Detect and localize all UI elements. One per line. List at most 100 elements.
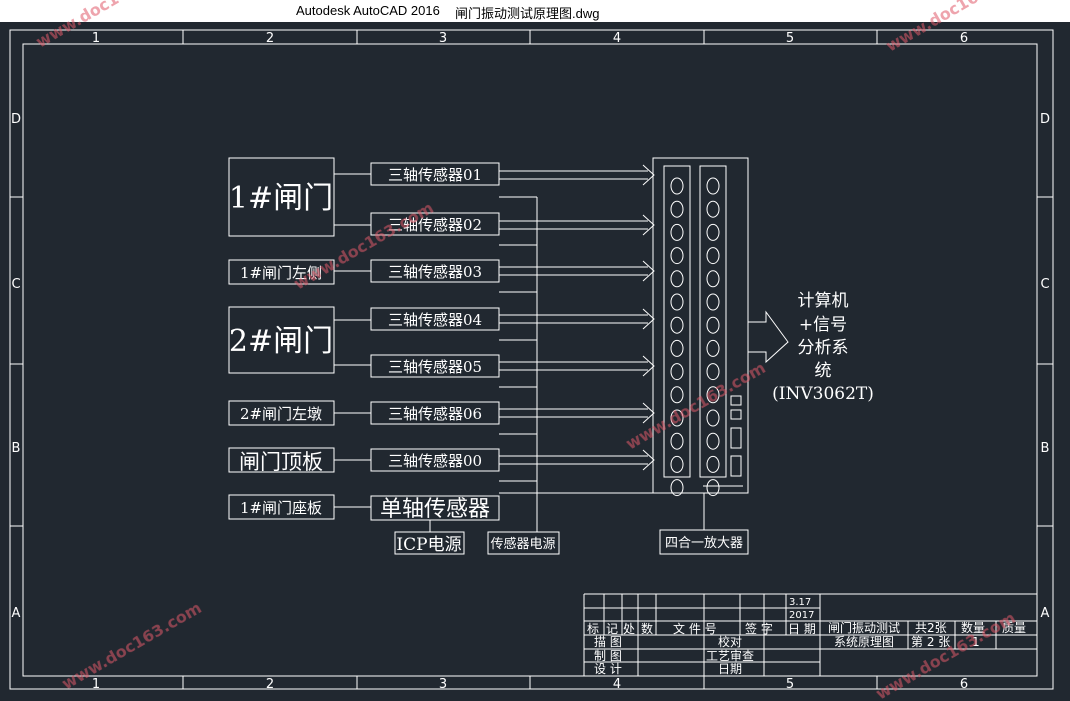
sensor-00: 三轴传感器00 xyxy=(388,452,482,470)
location-gate1: 1#闸门 xyxy=(229,181,333,216)
amplifier-channel-port xyxy=(670,339,684,357)
header-count-2: 数 xyxy=(641,621,653,636)
col-label-2-bottom: 2 xyxy=(266,677,274,692)
amplifier-channel-port xyxy=(670,432,684,450)
header-doc-no: 文 件 号 xyxy=(673,621,717,636)
sensor-05: 三轴传感器05 xyxy=(388,358,482,376)
amplifier-channel-port xyxy=(706,247,720,265)
outer-frame xyxy=(9,29,1054,690)
watermark-2: www.doc163.com xyxy=(883,0,1029,55)
location-box-gate1-left xyxy=(228,259,335,285)
amplifier-channel-port xyxy=(670,455,684,473)
sensor-02: 三轴传感器02 xyxy=(388,216,482,234)
sensor-box-00 xyxy=(370,448,500,472)
mass-label: 质量 xyxy=(1002,621,1026,635)
checker-date: 日期 xyxy=(718,662,742,676)
sensor-power-label: 传感器电源 xyxy=(490,536,555,552)
col-label-1-bottom: 1 xyxy=(92,677,100,692)
amplifier-channel-port xyxy=(670,316,684,334)
amplifier-channel-port xyxy=(670,247,684,265)
amplifier-channel-port xyxy=(706,200,720,218)
amplifier-channel-port xyxy=(706,293,720,311)
file-title: 闸门振动测试原理图.dwg xyxy=(455,6,600,21)
app-title: Autodesk AutoCAD 2016 xyxy=(296,3,440,18)
computer-line-2: +信号 xyxy=(799,315,847,335)
amplifier-channel-column-1 xyxy=(663,165,691,478)
amplifier-channel-port xyxy=(670,223,684,241)
sensor-01: 三轴传感器01 xyxy=(388,166,482,184)
col-label-6-bottom: 6 xyxy=(960,677,968,692)
amplifier-channel-port xyxy=(706,363,720,381)
col-label-4: 4 xyxy=(613,31,621,46)
sensor-box-02 xyxy=(370,212,500,236)
header-count-1: 处 xyxy=(623,622,635,636)
amplifier-channel-column-2 xyxy=(699,165,727,478)
col-label-6: 6 xyxy=(960,31,968,46)
icp-power-box xyxy=(394,531,465,555)
amplifier-channel-port xyxy=(706,386,720,404)
sensor-box-05 xyxy=(370,354,500,378)
sensor-single-axis: 单轴传感器 xyxy=(380,497,490,522)
role-design: 设 计 xyxy=(594,662,622,676)
amplifier-channel-port xyxy=(706,455,720,473)
row-label-c-right: C xyxy=(1040,277,1049,292)
watermark-4: www.doc163.com xyxy=(623,358,769,453)
drawing-title-2: 系统原理图 xyxy=(834,635,894,649)
computer-line-5: (INV3062T) xyxy=(772,384,874,404)
amplifier-channel-port xyxy=(706,432,720,450)
amplifier-channel-port xyxy=(706,479,720,497)
location-box-gate2 xyxy=(228,306,335,374)
amplifier-channel-port xyxy=(670,479,684,497)
header-mark-1: 标 xyxy=(587,622,599,636)
location-top-plate: 闸门顶板 xyxy=(239,450,323,474)
row-label-b-right: B xyxy=(1041,441,1050,456)
col-label-5: 5 xyxy=(786,31,794,46)
computer-line-4: 统 xyxy=(815,361,832,381)
drawing-title-1: 闸门振动测试 xyxy=(828,620,900,635)
row-label-a-right: A xyxy=(1041,606,1050,621)
location-box-gate1 xyxy=(228,157,335,237)
amplifier-label-box xyxy=(659,529,749,555)
amplifier-channel-port xyxy=(706,177,720,195)
sheets-total: 共2张 xyxy=(915,621,947,635)
row-label-a: A xyxy=(12,606,21,621)
location-gate2: 2#闸门 xyxy=(229,324,333,359)
amplifier-channel-port xyxy=(706,316,720,334)
col-label-3-bottom: 3 xyxy=(439,677,447,692)
sensor-box-06 xyxy=(370,401,500,425)
quantity-label: 数量 xyxy=(961,620,985,635)
date-day: 3.17 xyxy=(789,597,811,608)
sensor-box-01 xyxy=(370,162,500,186)
amplifier-channel-port xyxy=(670,293,684,311)
col-label-1: 1 xyxy=(92,31,100,46)
sensor-box-04 xyxy=(370,307,500,331)
header-signature: 签 字 xyxy=(745,621,773,636)
location-gate2-pier: 2#闸门左墩 xyxy=(240,405,322,423)
col-label-5-bottom: 5 xyxy=(786,677,794,692)
amplifier-channel-port xyxy=(706,339,720,357)
row-label-d-right: D xyxy=(1040,112,1050,127)
amplifier-channel-port xyxy=(670,200,684,218)
signal-arrows xyxy=(499,164,655,494)
checker-verify: 校对 xyxy=(718,634,742,649)
sensor-power-box xyxy=(487,531,560,555)
location-gate1-left: 1#闸门左侧 xyxy=(240,264,322,282)
amplifier-label: 四合一放大器 xyxy=(665,536,743,551)
output-arrow xyxy=(747,310,789,364)
role-trace: 描 图 xyxy=(594,635,622,649)
location-seat-plate: 1#闸门座板 xyxy=(240,499,322,517)
col-label-4-bottom: 4 xyxy=(613,677,621,692)
sensor-04: 三轴传感器04 xyxy=(388,311,482,329)
row-label-b: B xyxy=(12,441,21,456)
header-date: 日 期 xyxy=(788,622,816,636)
checker-process: 工艺审查 xyxy=(706,648,754,663)
amplifier-channel-port xyxy=(706,270,720,288)
amplifier-channel-port xyxy=(706,409,720,427)
icp-power-label: ICP电源 xyxy=(396,535,461,555)
computer-line-3: 分析系 xyxy=(798,338,849,358)
col-label-2: 2 xyxy=(266,31,274,46)
sheet-number: 第 2 张 xyxy=(911,635,950,649)
computer-line-1: 计算机 xyxy=(798,291,849,311)
amplifier-channel-port xyxy=(670,386,684,404)
